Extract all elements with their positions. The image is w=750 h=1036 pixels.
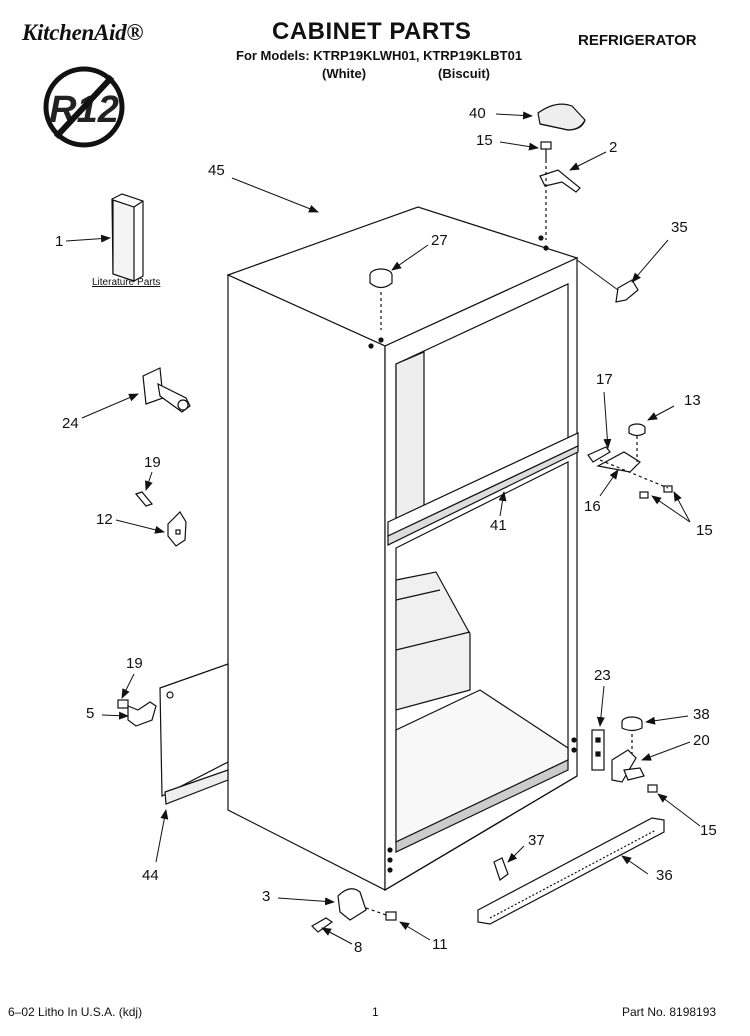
footer-litho: 6–02 Litho In U.S.A. (kdj) bbox=[8, 1005, 143, 1019]
upper-bracket-part bbox=[134, 491, 187, 547]
spacer-part bbox=[591, 729, 605, 771]
bottom-panel-part bbox=[159, 663, 229, 805]
page-title: CABINET PARTS bbox=[272, 18, 472, 45]
page-number: 1 bbox=[372, 1005, 379, 1019]
callout-8: 8 bbox=[354, 939, 363, 956]
literature-booklet bbox=[111, 193, 144, 282]
category-label: REFRIGERATOR bbox=[578, 32, 697, 49]
callout-20: 20 bbox=[693, 732, 710, 749]
clip-part bbox=[615, 279, 639, 303]
lower-left-hinge-part bbox=[117, 699, 157, 727]
top-plug-part bbox=[369, 268, 393, 330]
callout-17: 17 bbox=[596, 371, 613, 388]
cabinet-body bbox=[226, 206, 579, 892]
callout-15-low: 15 bbox=[700, 822, 717, 839]
variant-white: (White) bbox=[322, 66, 367, 81]
literature-parts-label: Literature Parts bbox=[92, 277, 161, 288]
callout-45: 45 bbox=[208, 162, 225, 179]
callout-23: 23 bbox=[594, 667, 611, 684]
callout-19-low: 19 bbox=[126, 655, 143, 672]
callout-12: 12 bbox=[96, 511, 113, 528]
callout-1: 1 bbox=[55, 233, 64, 250]
callout-11: 11 bbox=[432, 936, 448, 953]
callout-44: 44 bbox=[142, 867, 159, 884]
callout-3: 3 bbox=[262, 888, 271, 905]
variant-biscuit: (Biscuit) bbox=[438, 66, 490, 81]
callout-40: 40 bbox=[469, 105, 486, 122]
bottom-hinge-part bbox=[311, 888, 397, 933]
callout-15-top: 15 bbox=[476, 132, 493, 149]
lower-right-hinge-part bbox=[611, 716, 658, 793]
callout-5: 5 bbox=[86, 705, 95, 722]
callout-27: 27 bbox=[431, 232, 448, 249]
toe-grille-part bbox=[477, 817, 665, 925]
leveler-part bbox=[142, 367, 191, 413]
leader-lines bbox=[65, 111, 701, 945]
models-line: For Models: KTRP19KLWH01, KTRP19KLBT01 bbox=[236, 48, 523, 63]
callout-24: 24 bbox=[62, 415, 79, 432]
hinge-cover-part bbox=[537, 103, 586, 131]
callout-36: 36 bbox=[656, 867, 673, 884]
brand-logo: KitchenAid® bbox=[22, 20, 144, 45]
no-r12-icon: R12 bbox=[43, 66, 125, 148]
callout-41: 41 bbox=[490, 517, 507, 534]
callout-2: 2 bbox=[609, 139, 618, 156]
part-number: Part No. 8198193 bbox=[622, 1005, 717, 1019]
callout-16: 16 bbox=[584, 498, 601, 515]
center-hinge-part bbox=[587, 423, 673, 499]
callout-38: 38 bbox=[693, 706, 710, 723]
callout-19-top: 19 bbox=[144, 454, 161, 471]
callout-37: 37 bbox=[528, 832, 545, 849]
callout-35: 35 bbox=[671, 219, 688, 236]
callout-13: 13 bbox=[684, 392, 701, 409]
top-hinge-part bbox=[539, 160, 581, 240]
callout-15-mid: 15 bbox=[696, 522, 713, 539]
top-screw-part bbox=[540, 141, 552, 160]
